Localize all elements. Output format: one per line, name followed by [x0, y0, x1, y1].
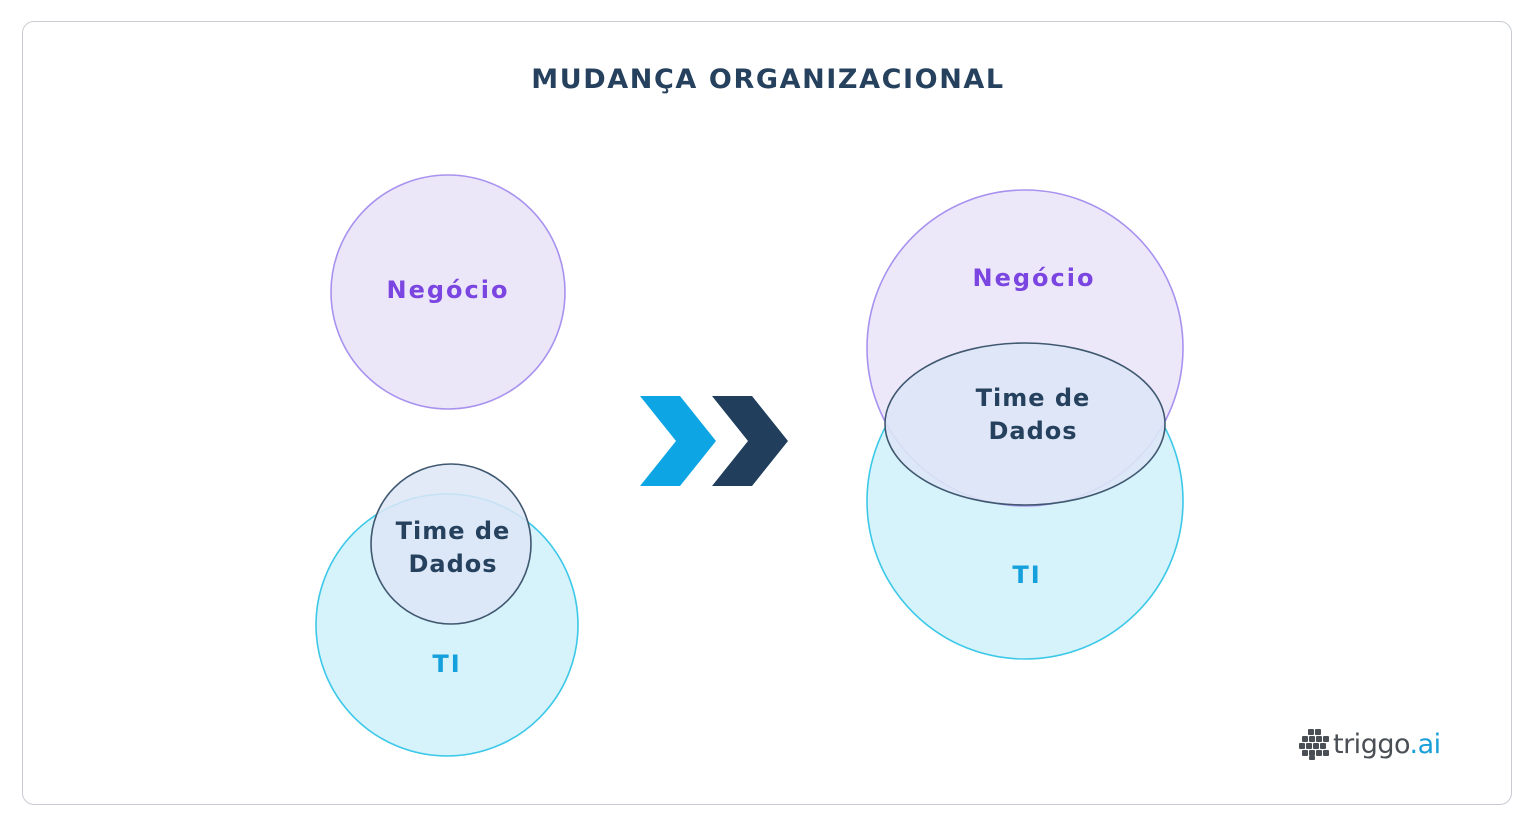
after-business-label: Negócio [973, 264, 1096, 292]
after-data-team-circle [884, 342, 1166, 506]
before-business-label: Negócio [387, 276, 510, 304]
after-it-label: TI [1012, 561, 1041, 589]
after-data-team-label-line1: Time de [976, 384, 1091, 412]
chevron-right-icon [712, 396, 788, 486]
logo-name: triggo [1333, 728, 1410, 760]
before-data-team-circle [370, 463, 532, 625]
logo-dot: . [1409, 728, 1419, 760]
diagram-card [22, 21, 1512, 805]
cube-cluster-icon [1299, 729, 1329, 760]
before-data-team-label-line1: Time de [396, 517, 511, 545]
before-it-label: TI [432, 650, 461, 678]
page-title: MUDANÇA ORGANIZACIONAL [531, 64, 1005, 95]
after-state: Negócio Time de Dados TI [866, 189, 1184, 660]
after-data-team-label-line2: Dados [988, 417, 1077, 445]
chevron-right-icon [640, 396, 716, 486]
before-data-team-label-line2: Dados [408, 550, 497, 578]
brand-logo: triggo.ai [1297, 722, 1441, 766]
transition-arrows [640, 396, 788, 486]
before-business-circle [330, 174, 566, 410]
logo-wordmark: triggo.ai [1333, 729, 1441, 760]
before-state: Negócio TI Time de Dados [315, 174, 579, 757]
logo-suffix: ai [1417, 728, 1442, 760]
